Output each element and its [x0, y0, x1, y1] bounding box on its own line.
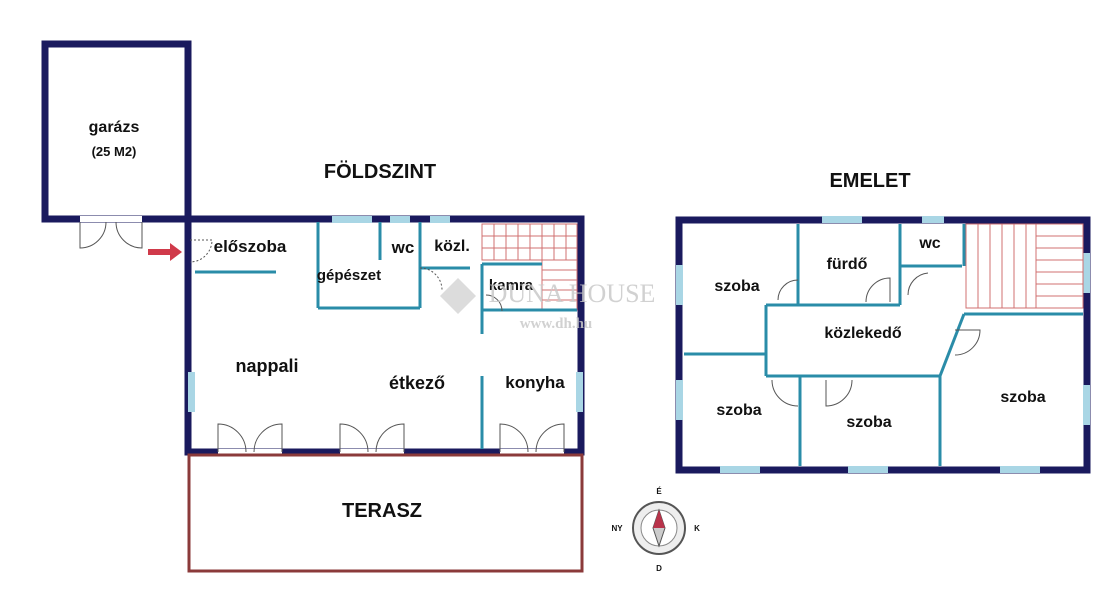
- room-wc-upper: wc: [918, 235, 940, 252]
- garage: garázs (25 M2): [41, 40, 192, 249]
- watermark-url: www.dh.hu: [520, 316, 593, 332]
- watermark-brand: DUNA HOUSE: [489, 279, 656, 308]
- room-wc-ground: wc: [391, 238, 415, 257]
- upper-floor-title: EMELET: [829, 170, 910, 192]
- ground-partitions: [195, 222, 577, 449]
- room-szoba-top-left: szoba: [714, 278, 759, 295]
- terrace-label: TERASZ: [342, 500, 422, 522]
- room-gepeszet: gépészet: [317, 267, 381, 284]
- compass-north: É: [656, 487, 662, 496]
- room-szoba-bottom-middle: szoba: [846, 414, 891, 431]
- room-furdo: fürdő: [827, 256, 868, 273]
- garage-area: (25 M2): [92, 144, 137, 159]
- garage-label: garázs: [89, 119, 140, 136]
- terrace-doors: [217, 423, 565, 456]
- room-etkezo: étkező: [389, 373, 445, 393]
- ground-stairs: [481, 223, 578, 311]
- room-kozlekedo: közlekedő: [824, 325, 902, 342]
- room-kamra: kamra: [489, 277, 534, 294]
- room-nappali: nappali: [235, 356, 298, 376]
- upper-partitions: [684, 224, 1083, 466]
- upper-doors: [771, 272, 981, 407]
- watermark: DUNA HOUSE www.dh.hu: [440, 278, 655, 332]
- ground-floor-title: FÖLDSZINT: [324, 160, 436, 183]
- room-szoba-right: szoba: [1000, 389, 1045, 406]
- compass-south: D: [656, 564, 662, 573]
- room-konyha: konyha: [505, 373, 565, 392]
- house-logo-icon: [440, 278, 476, 314]
- compass-west: NY: [611, 524, 623, 533]
- room-eloszoba: előszoba: [214, 237, 287, 256]
- ground-floor: FÖLDSZINT: [148, 160, 585, 456]
- room-kozl: közl.: [434, 238, 470, 255]
- compass-east: K: [694, 524, 700, 533]
- compass: É D NY K: [611, 487, 700, 573]
- room-szoba-bottom-left: szoba: [716, 402, 761, 419]
- upper-stairs: [965, 223, 1084, 309]
- upper-floor: EMELET: [675, 170, 1091, 474]
- terrace: TERASZ: [187, 453, 584, 573]
- entry-arrow-icon: [148, 243, 182, 261]
